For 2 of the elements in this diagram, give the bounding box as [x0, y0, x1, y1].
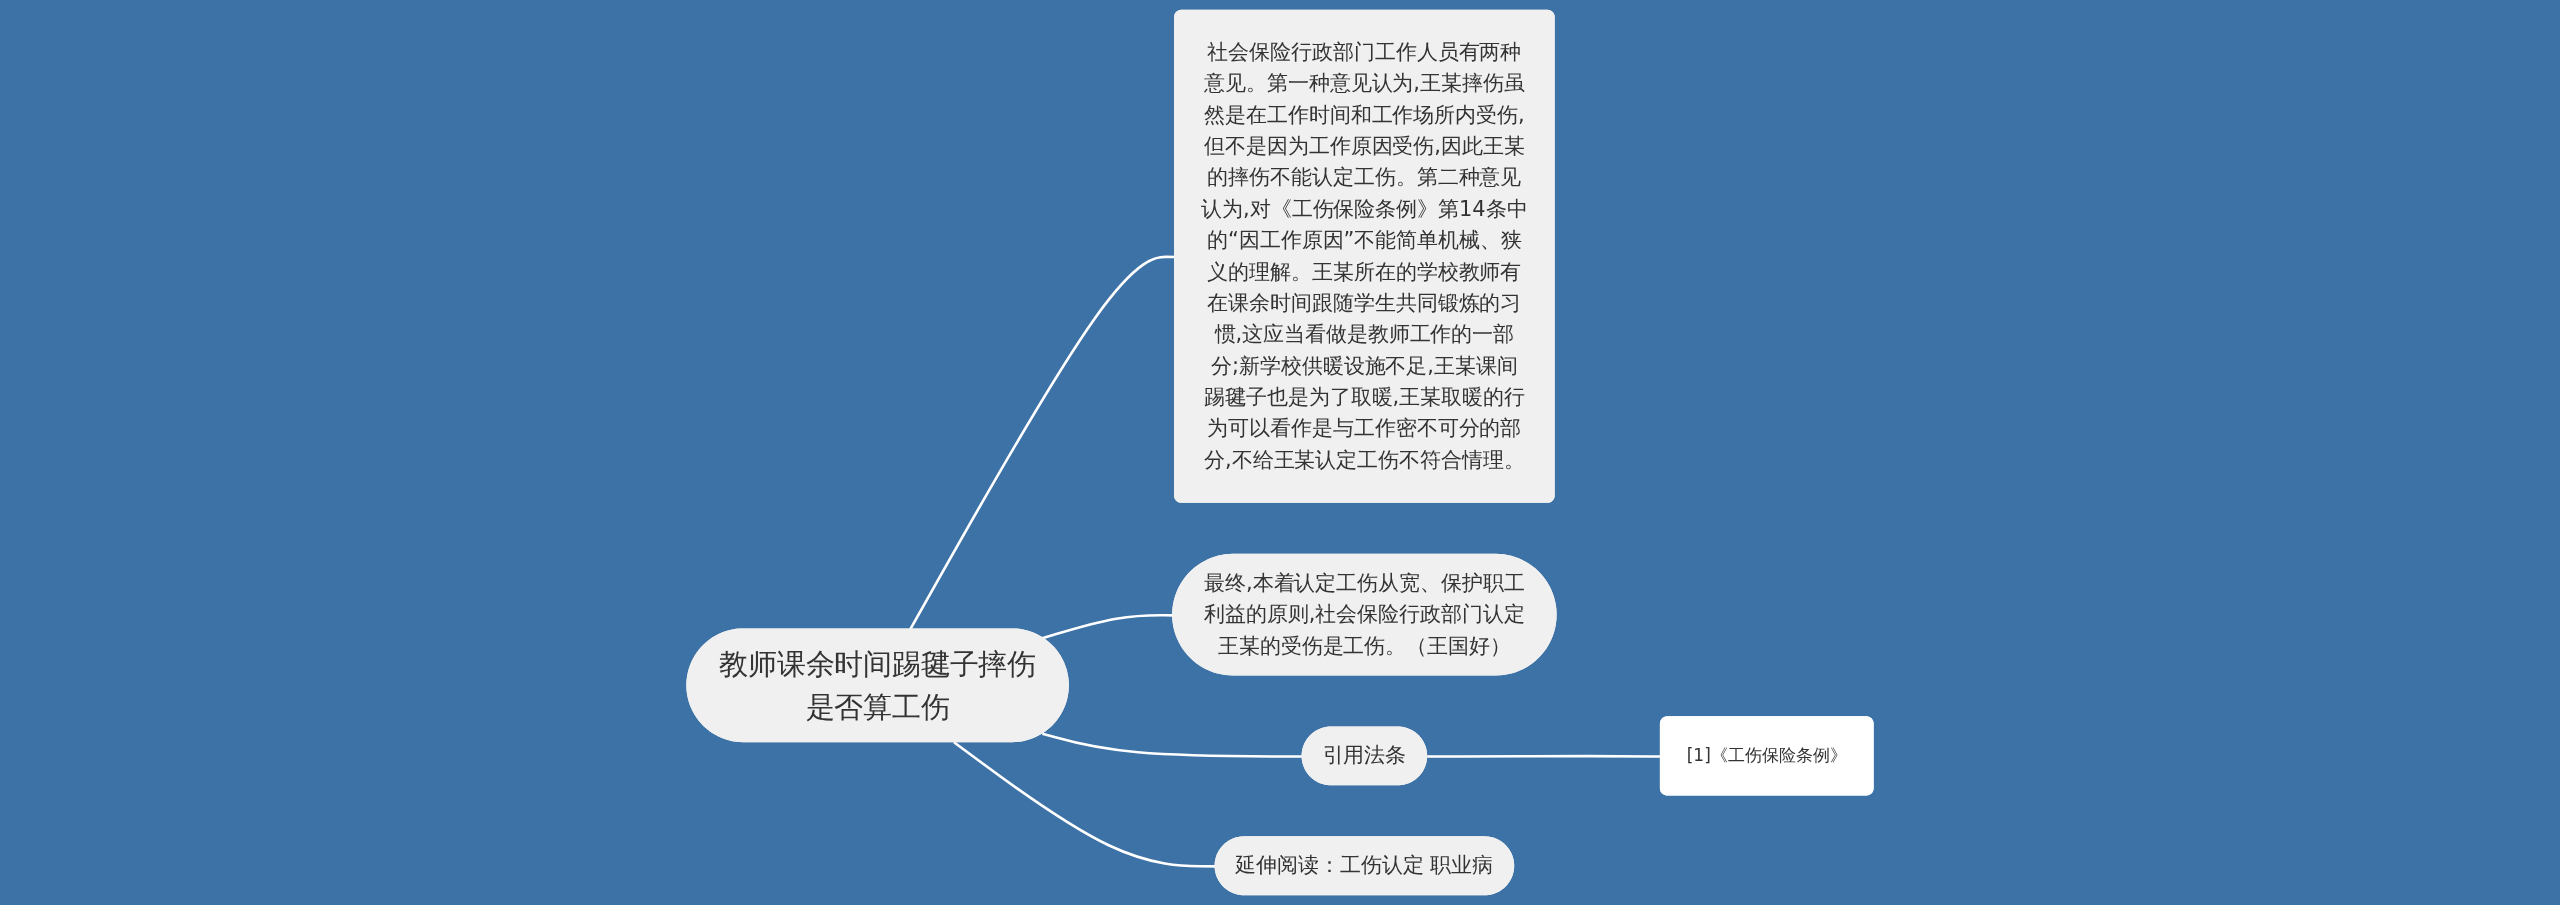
connector: [1042, 732, 1303, 758]
connector: [953, 741, 1216, 868]
